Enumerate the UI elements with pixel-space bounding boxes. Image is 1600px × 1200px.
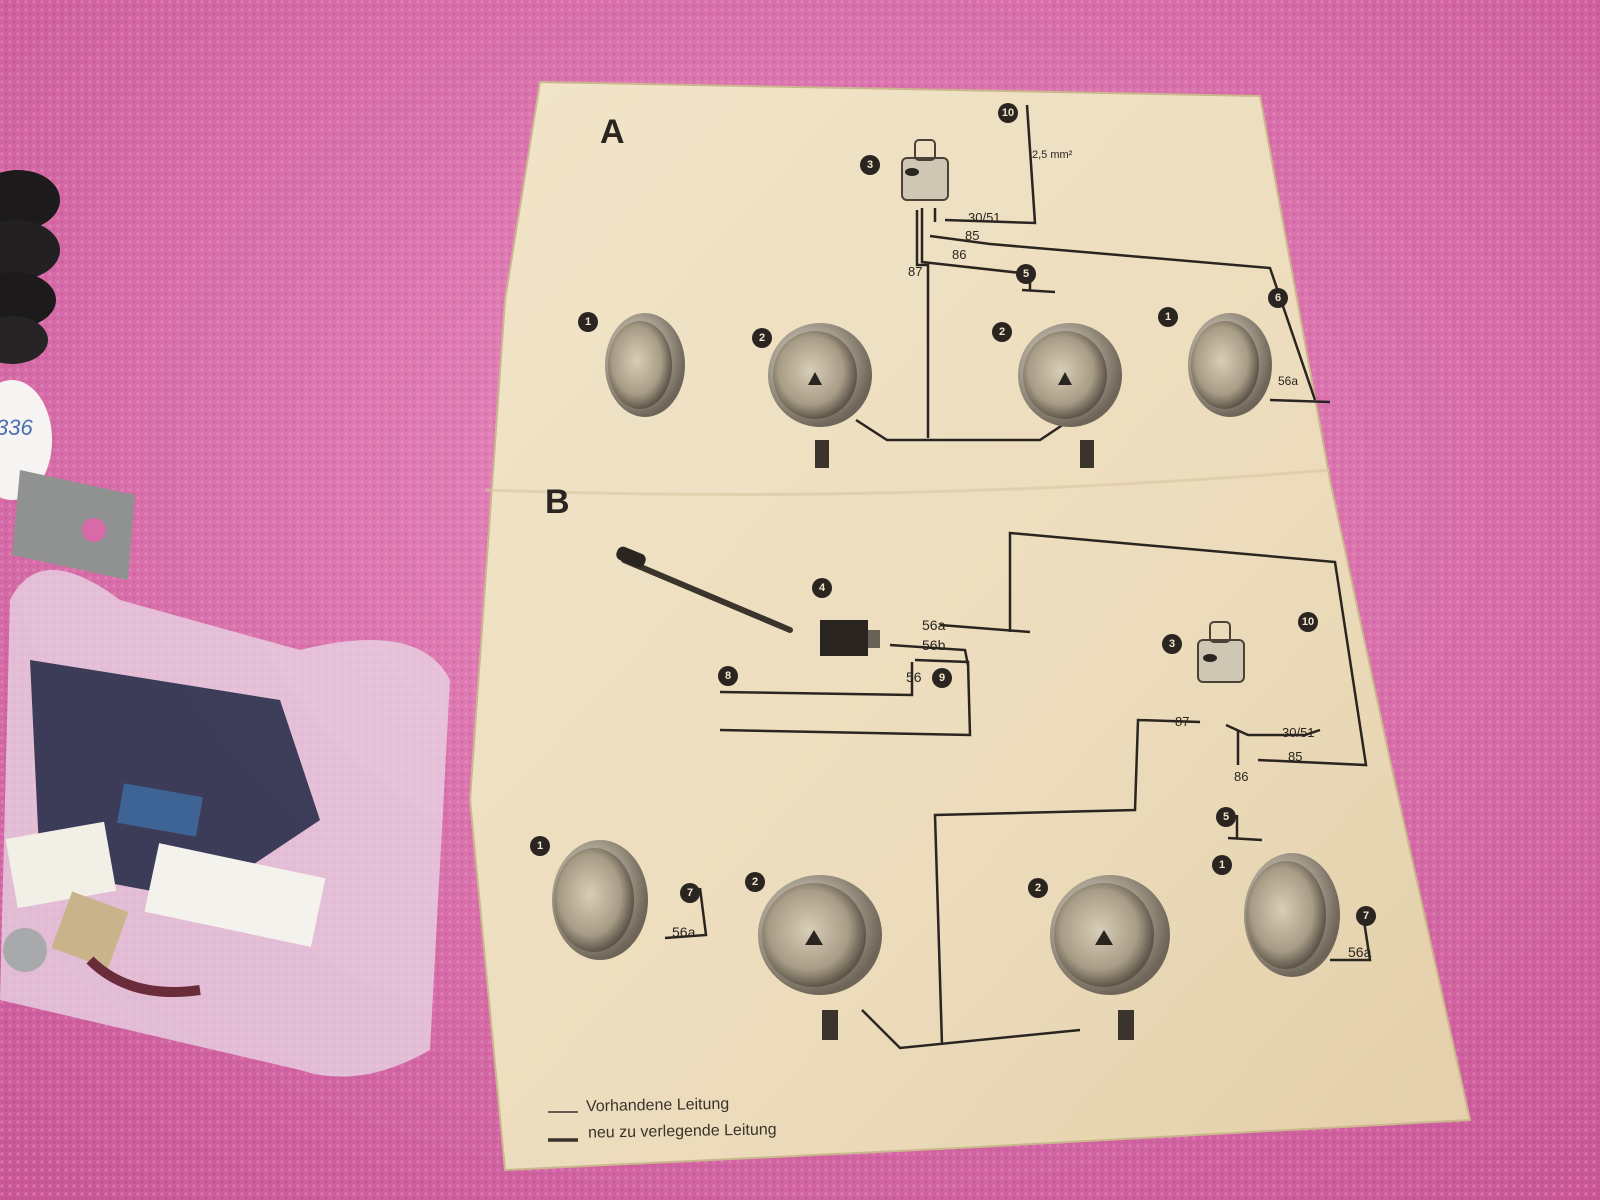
- number-b-7-right: 7: [1356, 906, 1376, 926]
- sticker-number: 336: [0, 415, 33, 440]
- metal-bracket: [12, 470, 135, 580]
- terminal-b-56b: 56b: [922, 637, 946, 653]
- relay-b: [1197, 621, 1245, 683]
- terminal-a-86: 86: [952, 247, 967, 262]
- terminal-b-56a-left: 56a: [672, 924, 696, 940]
- number-a-1-right: 1: [1158, 307, 1178, 327]
- terminal-b-87: 87: [1175, 714, 1190, 729]
- lamp-a-2-left: [768, 323, 872, 468]
- terminal-b-85: 85: [1288, 749, 1303, 764]
- lamp-a-1-right: [1188, 313, 1272, 417]
- terminal-a-56a: 56a: [1278, 374, 1299, 388]
- lamp-b-1-left: [552, 840, 648, 960]
- terminal-b-56: 56: [906, 669, 922, 685]
- number-b-1-left: 1: [530, 836, 550, 856]
- legend-existing-wire: Vorhandene Leitung: [585, 1095, 730, 1116]
- lamp-a-2-right: [1018, 323, 1122, 468]
- number-b-7-left: 7: [680, 883, 700, 903]
- terminal-a-87: 87: [908, 264, 923, 279]
- number-b-9: 9: [932, 668, 952, 688]
- number-b-5: 5: [1216, 807, 1236, 827]
- relay-a: [901, 139, 949, 201]
- wire-size-label: 2,5 mm²: [1032, 149, 1073, 161]
- terminal-b-56a-right: 56a: [1348, 944, 1372, 960]
- legend-line-markers: [548, 1111, 578, 1142]
- lamp-b-2-right: [1050, 875, 1170, 1040]
- terminal-a-85: 85: [965, 228, 980, 243]
- number-b-10: 10: [1298, 612, 1318, 632]
- lamp-a-1-left: [605, 313, 685, 417]
- number-a-6: 6: [1268, 288, 1288, 308]
- terminal-b-30-51: 30/51: [1282, 725, 1315, 740]
- black-cable-coil: [0, 170, 60, 364]
- light-switch-lever: [616, 546, 880, 656]
- terminal-b-56a-switch: 56a: [922, 617, 946, 633]
- number-a-5: 5: [1016, 264, 1036, 284]
- number-b-8: 8: [718, 666, 738, 686]
- number-b-1-right: 1: [1212, 855, 1232, 875]
- number-a-2-left: 2: [752, 328, 772, 348]
- white-sticker: [0, 380, 52, 500]
- number-a-1-left: 1: [578, 312, 598, 332]
- number-b-4: 4: [812, 578, 832, 598]
- plastic-bag-of-parts: [0, 570, 450, 1077]
- lamp-b-1-right: [1244, 853, 1340, 977]
- number-a-3: 3: [860, 155, 880, 175]
- section-b-wiring: [664, 531, 1372, 1050]
- number-b-2-left: 2: [745, 872, 765, 892]
- number-b-3: 3: [1162, 634, 1182, 654]
- lamp-b-2-left: [758, 875, 882, 1040]
- section-a-title: A: [600, 113, 625, 151]
- section-b-title: B: [545, 483, 570, 521]
- terminal-b-86: 86: [1234, 769, 1249, 784]
- terminal-a-30-51: 30/51: [968, 210, 1001, 225]
- number-a-10: 10: [998, 103, 1018, 123]
- number-a-2-right: 2: [992, 322, 1012, 342]
- legend-new-wire: neu zu verlegende Leitung: [587, 1121, 777, 1142]
- number-b-2-right: 2: [1028, 878, 1048, 898]
